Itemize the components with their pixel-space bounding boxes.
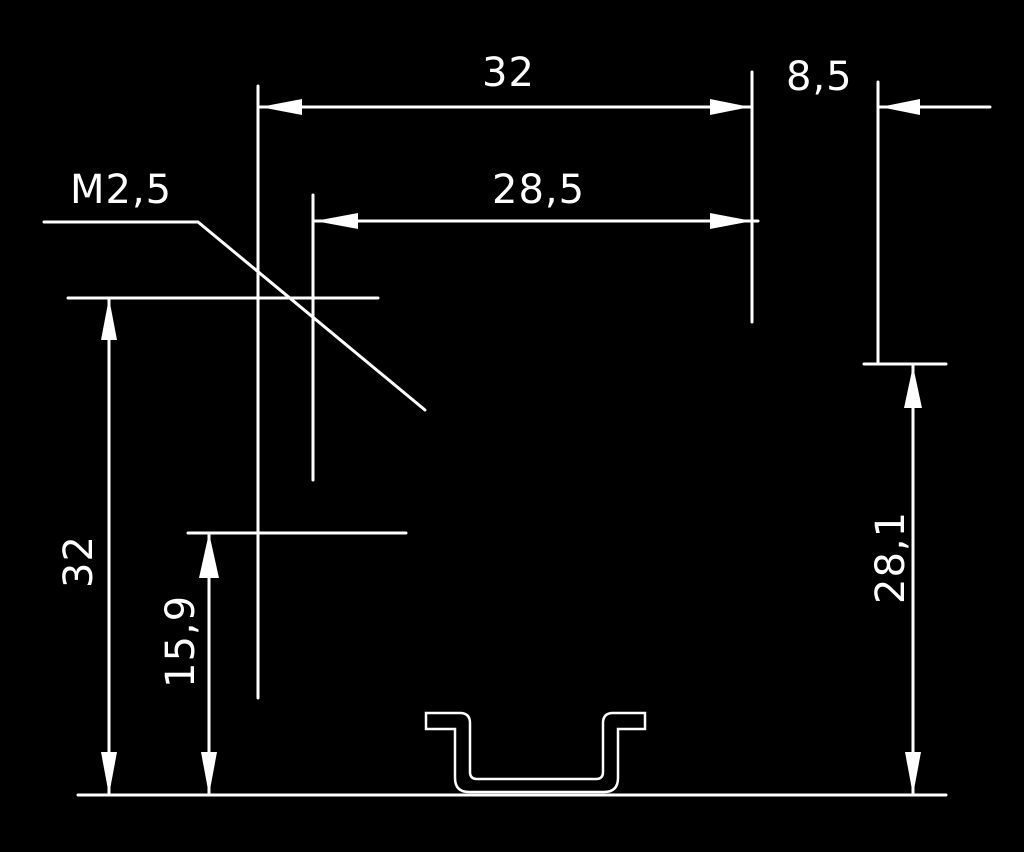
- arrowhead: [710, 213, 752, 229]
- arrowhead: [201, 752, 217, 795]
- arrowhead: [315, 213, 358, 229]
- arrowhead: [710, 99, 750, 115]
- thread-leader-line: [42, 220, 427, 412]
- arrowhead: [880, 99, 920, 115]
- dim-label-15-9: 15,9: [158, 595, 204, 688]
- arrowhead: [199, 533, 219, 578]
- dim-label-28-5: 28,5: [492, 167, 585, 213]
- arrowhead: [260, 99, 302, 115]
- arrowhead: [904, 366, 922, 408]
- dim-label-28-1: 28,1: [868, 511, 914, 604]
- dim-label-8-5: 8,5: [786, 54, 853, 100]
- dim-label-top-32: 32: [482, 50, 535, 96]
- arrowhead: [101, 752, 117, 795]
- arrowhead: [101, 298, 117, 340]
- dim-label-left-32: 32: [56, 535, 102, 588]
- thread-label: M2,5: [70, 167, 172, 213]
- arrowhead: [905, 752, 921, 795]
- din-rail-profile: [424, 711, 647, 794]
